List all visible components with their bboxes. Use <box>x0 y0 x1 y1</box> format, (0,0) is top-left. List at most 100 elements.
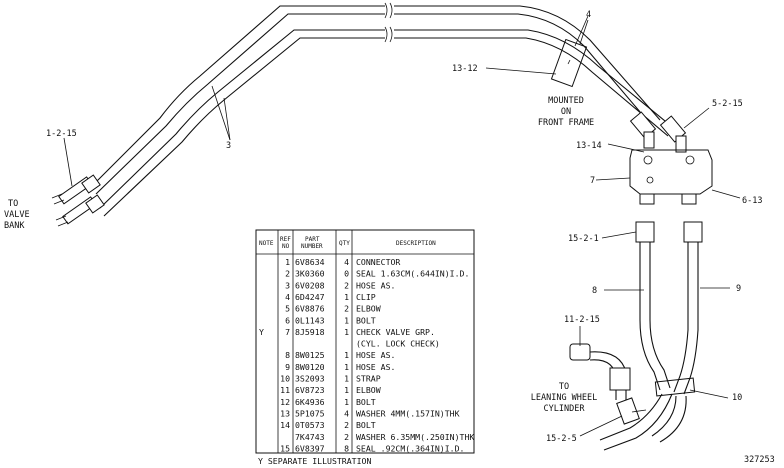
cell-description: CHECK VALVE GRP. <box>356 327 435 337</box>
table-row: (CYL. LOCK CHECK) <box>356 339 440 349</box>
table-row: 14 0T0573 2 BOLT <box>280 420 376 430</box>
callout-15-2-5: 15-2-5 <box>546 434 577 444</box>
cell-description: HOSE AS. <box>356 280 395 290</box>
cell-note: Y <box>259 327 264 337</box>
cell-qty: 1 <box>344 397 349 407</box>
check-valve-7 <box>629 149 713 243</box>
cell-qty: 1 <box>344 374 349 384</box>
cell-description: HOSE AS. <box>356 362 395 372</box>
cell-part-number: 7K4743 <box>295 432 325 442</box>
cell-description: CONNECTOR <box>356 257 400 267</box>
cell-qty: 1 <box>344 362 349 372</box>
cell-ref: 7 <box>285 327 290 337</box>
cell-part-number: 6V8723 <box>295 385 325 395</box>
cell-description: SEAL 1.63CM(.644IN)I.D. <box>356 269 469 279</box>
cell-part-number: 3K0360 <box>295 269 325 279</box>
header-ref-no: NO <box>282 243 290 250</box>
callout-leaning-wheel: LEANING WHEEL <box>531 393 598 403</box>
callout-7: 7 <box>590 176 595 186</box>
cell-qty: 2 <box>344 304 349 314</box>
cell-description: HOSE AS. <box>356 350 395 360</box>
cell-qty: 2 <box>344 432 349 442</box>
callout-on: ON <box>561 107 571 117</box>
cell-qty: 1 <box>344 292 349 302</box>
cell-description: SEAL .92CM(.364IN)I.D. <box>356 443 464 453</box>
cell-qty: 1 <box>344 327 349 337</box>
cell-ref: 4 <box>285 292 290 302</box>
cell-ref: 11 <box>280 385 290 395</box>
clip-4 <box>550 15 589 88</box>
header-ref: REF <box>280 236 291 243</box>
cell-ref: 6 <box>285 315 290 325</box>
cell-description: WASHER 6.35MM(.250IN)THK <box>356 432 474 442</box>
callout-1-2-15: 1-2-15 <box>46 129 77 139</box>
table-row: Y 7 8J5918 1 CHECK VALVE GRP. <box>259 327 435 337</box>
table-row: 11 6V8723 1 ELBOW <box>280 385 381 395</box>
cell-ref: 15 <box>280 443 290 453</box>
table-row: 7K4743 2 WASHER 6.35MM(.250IN)THK <box>295 432 474 442</box>
callout-11-2-15: 11-2-15 <box>564 315 600 325</box>
cell-part-number: 6D4247 <box>295 292 325 302</box>
cell-description: (CYL. LOCK CHECK) <box>356 339 440 349</box>
callout-6-13: 6-13 <box>742 196 762 206</box>
cell-qty: 0 <box>344 269 349 279</box>
elbow-fittings-5 <box>629 111 687 153</box>
callout-valve: VALVE <box>4 210 30 220</box>
cell-part-number: 8W0120 <box>295 362 325 372</box>
callout-front-frame: FRONT FRAME <box>538 118 594 128</box>
cell-qty: 2 <box>344 280 349 290</box>
cell-part-number: 8W0125 <box>295 350 325 360</box>
table-row: 2 3K0360 0 SEAL 1.63CM(.644IN)I.D. <box>285 269 469 279</box>
callout-cylinder: CYLINDER <box>544 404 586 414</box>
cell-qty: 8 <box>344 443 349 453</box>
cell-description: WASHER 4MM(.157IN)THK <box>356 409 460 419</box>
header-note: NOTE <box>259 240 274 247</box>
callout-5-2-15: 5-2-15 <box>712 99 743 109</box>
callout-to: TO <box>8 199 18 209</box>
cell-part-number: 6K4936 <box>295 397 325 407</box>
cell-ref: 14 <box>280 420 290 430</box>
cell-part-number: 5P1075 <box>295 409 325 419</box>
callout-4: 4 <box>586 10 591 20</box>
callout-10: 10 <box>732 393 742 403</box>
cell-description: BOLT <box>356 420 376 430</box>
cell-description: BOLT <box>356 315 376 325</box>
header-part: PART <box>305 236 320 243</box>
cell-qty: 1 <box>344 315 349 325</box>
cell-ref: 10 <box>280 374 290 384</box>
valve-bank-fittings <box>51 174 105 227</box>
cell-part-number: 3S2093 <box>295 374 325 384</box>
cell-part-number: 0L1143 <box>295 315 325 325</box>
cell-ref: 1 <box>285 257 290 267</box>
cell-part-number: 6V8397 <box>295 443 325 453</box>
cell-part-number: 6V8876 <box>295 304 325 314</box>
cell-ref: 13 <box>280 409 290 419</box>
cell-part-number: 0T0573 <box>295 420 325 430</box>
table-footnote: Y SEPARATE ILLUSTRATION <box>258 456 371 466</box>
header-description: DESCRIPTION <box>396 240 436 247</box>
callout-15-2-1: 15-2-1 <box>568 234 599 244</box>
cell-description: ELBOW <box>356 385 381 395</box>
callout-mounted: MOUNTED <box>548 96 584 106</box>
cell-ref: 2 <box>285 269 290 279</box>
hose-assemblies-8-9 <box>569 242 699 451</box>
table-row: 6 0L1143 1 BOLT <box>285 315 376 325</box>
cell-qty: 1 <box>344 385 349 395</box>
parts-table: NOTE REF NO PART NUMBER QTY DESCRIPTION … <box>255 229 475 466</box>
cell-part-number: 6V0208 <box>295 280 325 290</box>
cell-ref: 3 <box>285 280 290 290</box>
cell-qty: 2 <box>344 420 349 430</box>
cell-description: BOLT <box>356 397 376 407</box>
header-part-number: NUMBER <box>301 243 323 250</box>
callout-3: 3 <box>226 141 231 151</box>
cell-part-number: 8J5918 <box>295 327 325 337</box>
